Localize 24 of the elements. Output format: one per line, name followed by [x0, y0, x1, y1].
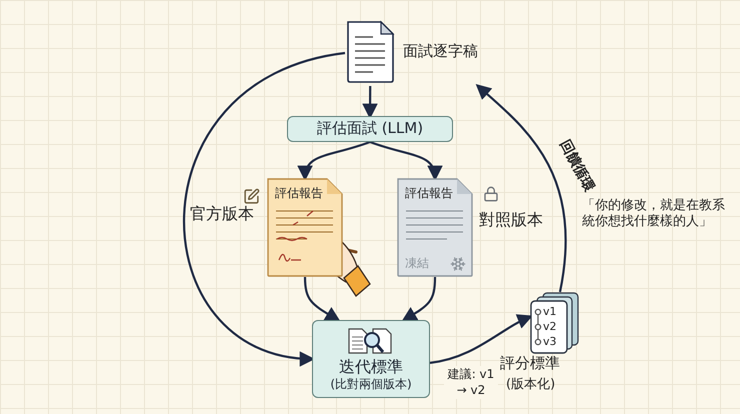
arrow: [476, 84, 567, 292]
node-caption: (版本化): [506, 377, 556, 394]
report-title: 評估報告: [405, 186, 453, 201]
edge-label: 建議: v1 → v2: [444, 366, 498, 400]
quote-text: 「你的修改，就是在教系統你想找什麼樣的人」: [582, 198, 726, 230]
status-text: 凍結: [405, 256, 429, 271]
arrow: [430, 314, 533, 364]
node-caption: 評分標準: [500, 354, 560, 373]
box-label: 評估面試 (LLM): [316, 119, 424, 139]
node-caption: 對照版本: [479, 210, 543, 230]
box-subtitle: (比對兩個版本): [330, 377, 412, 393]
version-label: v2: [543, 320, 557, 334]
edge-label: 回饋循環: [556, 136, 598, 196]
arrow: [401, 276, 436, 322]
arrow: [183, 52, 346, 365]
node-caption: 官方版本: [190, 204, 254, 224]
process-box: [287, 116, 453, 142]
version-label: v1: [543, 305, 557, 319]
arrow: [304, 276, 341, 322]
report-title: 評估報告: [275, 186, 323, 201]
version-label: v3: [543, 335, 557, 349]
box-label: 迭代標準: [339, 356, 403, 378]
document-title: 面試逐字稿: [403, 42, 478, 61]
process-box: [312, 320, 430, 398]
